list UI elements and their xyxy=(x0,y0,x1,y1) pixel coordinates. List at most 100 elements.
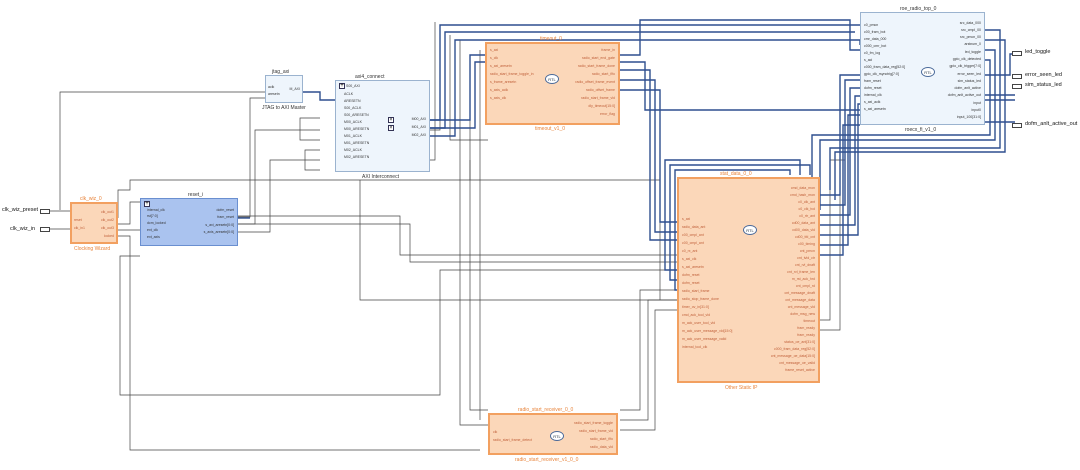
radio-port-radio-start-fifo[interactable]: radio_start_fifo xyxy=(589,437,613,441)
roe-port-src-pmcn-00[interactable]: src_pmcn_00 xyxy=(959,35,981,39)
stat-port-c0-rtr-ant[interactable]: c0_rtr_ant xyxy=(799,214,815,218)
stat-port-c000-fram-data-reg[interactable]: c000_fram_data_reg[52:0] xyxy=(773,347,815,351)
roe-port-c00-fram-bot[interactable]: c00_fram_bot xyxy=(864,30,886,34)
timeout-port-radio-start-frame-vld[interactable]: radio_start_frame_vld xyxy=(581,96,615,100)
stat-port-cmd-ack-tool-vld[interactable]: cmd_ack_tool_vld xyxy=(682,313,711,317)
stat-port-cnt-rvl-frame-len[interactable]: cnt_rvl_frame_len xyxy=(787,270,815,274)
reset-expand-icon[interactable]: + xyxy=(144,201,150,207)
roe-port-input[interactable]: input xyxy=(973,101,981,105)
stat-port-radio-start-frame[interactable]: radio_start_frame xyxy=(682,289,710,293)
stat-port-cd00-data-vld[interactable]: cd00_data_vld xyxy=(792,228,815,232)
stat-port-cd00-data-ant[interactable]: cd00_data_ant xyxy=(791,221,815,225)
roe-port-gpio-clk-rsynctrig[interactable]: gpio_clk_rsynctrig[7:0] xyxy=(864,72,899,76)
stat-port-m-ack-user-message-valid[interactable]: m_ack_user_message_valid xyxy=(682,337,727,341)
timeout-port-radio-start-end-gate[interactable]: radio_start_end_gate xyxy=(581,56,615,60)
stat-port-status-oe-ant[interactable]: status_oe_ant[31:0] xyxy=(784,340,815,344)
timeout-port-s-frame-aresetn[interactable]: s_frame_aresetn xyxy=(490,80,517,84)
stat-port-cnt-message-vld[interactable]: cnt_message_vld xyxy=(787,305,815,309)
jtag-port-aclk[interactable]: aclk xyxy=(268,85,275,89)
stat-port-fram-ready[interactable]: fram_ready xyxy=(797,326,815,330)
clk-wiz-port-clk-out1[interactable]: clk_out1 xyxy=(100,210,114,214)
radio-block[interactable]: clk radio_start_frame_detect RTL radio_s… xyxy=(488,413,618,455)
stat-port-timer-ov-in[interactable]: timer_ov_in[31:0] xyxy=(682,305,709,309)
stat-port-radio-data-ant[interactable]: radio_data_ant xyxy=(682,225,706,229)
clk-wiz-port-clk-out2[interactable]: clk_out2 xyxy=(100,218,114,222)
reset-port-dcm-locked[interactable]: dcm_locked xyxy=(147,221,166,225)
roe-port-dofm-anlt-active[interactable]: dofm_anlt_active xyxy=(954,86,981,90)
port-error-seen-led-icon[interactable] xyxy=(1012,74,1022,79)
stat-port-cnt-cmpl-rd[interactable]: cnt_cmpl_rd xyxy=(795,284,815,288)
roe-port-dofm-reset[interactable]: dofm_reset xyxy=(864,86,882,90)
axi-connect-port-m00-axi[interactable]: M00_AXI xyxy=(411,117,426,121)
roe-port-gpio-clk-trigger[interactable]: gpio_clk_trigger[7:0] xyxy=(949,64,981,68)
stat-port-cnt-message-oe-valid[interactable]: cnt_message_oe_valid xyxy=(779,361,815,365)
axi-connect-port-m01-axi[interactable]: M01_AXI xyxy=(411,125,426,129)
reset-port-s-axi-aresetn[interactable]: s_axi_aresetn[0:0] xyxy=(205,223,234,227)
clk-wiz-port-clk-in1[interactable]: clk_in1 xyxy=(74,226,85,230)
timeout-port-radio-start-fifo[interactable]: radio_start_fifo xyxy=(591,72,615,76)
stat-port-m-ack-user-message-vld[interactable]: m_ack_user_message_vld[15:0] xyxy=(682,329,733,333)
axi-connect-port-s00-aclk[interactable]: S00_ACLK xyxy=(344,106,362,110)
stat-port-s-axi[interactable]: s_axi xyxy=(682,217,691,221)
radio-port-clk[interactable]: clk xyxy=(493,430,498,434)
timeout-port-s-axi[interactable]: s_axi xyxy=(490,48,499,52)
stat-port-fram-ready-2[interactable]: fram_ready xyxy=(797,333,815,337)
jtag-block[interactable]: aclk aresetn M_AXI xyxy=(265,75,303,103)
reset-port-rst[interactable]: rst[7:0] xyxy=(147,214,158,218)
jtag-port-m-axi[interactable]: M_AXI xyxy=(289,87,300,91)
clk-wiz-port-locked[interactable]: locked xyxy=(103,234,114,238)
reset-port-s-axis-aresetn[interactable]: s_axis_aresetn[0:0] xyxy=(203,230,234,234)
port-sim-status-led-icon[interactable] xyxy=(1012,84,1022,89)
port-clk-wiz-in-icon[interactable] xyxy=(40,227,50,232)
stat-port-dofm-reset-2[interactable]: dofm_reset xyxy=(682,281,700,285)
stat-port-frame-reset-active[interactable]: frame_reset_active xyxy=(785,368,815,372)
stat-port-c00-cmpl-ant[interactable]: c00_cmpl_ant xyxy=(682,233,704,237)
stat-port-m-rst-ack-hrd[interactable]: m_rst_ack_hrd xyxy=(791,277,815,281)
roe-port-c0-pmcn[interactable]: c0_pmcn xyxy=(864,23,879,27)
port-dofm-anlt-active-out-icon[interactable] xyxy=(1012,123,1022,128)
axi-connect-port-m02-axi[interactable]: M02_AXI xyxy=(411,133,426,137)
timeout-port-s-axis-aclk[interactable]: s_axis_aclk xyxy=(490,88,509,92)
timeout-port-s-axi-aresetn[interactable]: s_axi_aresetn xyxy=(490,64,512,68)
roe-port-dofm-anlt-active-out[interactable]: dofm_anlt_active_out xyxy=(947,93,981,97)
axi-connect-port-m01-aclk[interactable]: M01_ACLK xyxy=(344,134,362,138)
clk-wiz-port-reset[interactable]: reset xyxy=(74,218,82,222)
port-clk-wiz-preset-icon[interactable] xyxy=(40,209,50,214)
stat-data-block[interactable]: s_axi radio_data_ant c00_cmpl_ant c00_cm… xyxy=(677,177,820,383)
timeout-port-radio-start-frame-done[interactable]: radio_start_frame_done xyxy=(577,64,615,68)
stat-port-cmd-data-mon[interactable]: cmd_data_mon xyxy=(790,186,815,190)
stat-port-s-axi-clk[interactable]: s_axi_clk xyxy=(682,257,697,261)
roe-port-c000-fram-data-reg[interactable]: c000_fram_data_reg[52:0] xyxy=(864,65,906,69)
reset-port-dofm-reset[interactable]: dofm_reset xyxy=(216,208,234,212)
roe-port-s-aci[interactable]: s_aci xyxy=(864,58,873,62)
stat-port-c0-rx-ant[interactable]: c0_rx_ant xyxy=(682,249,698,253)
stat-port-cnt-message-oe-data[interactable]: cnt_message_oe_data[15:0] xyxy=(770,354,815,358)
stat-port-cnt-message-data[interactable]: cnt_message_data xyxy=(785,298,815,302)
stat-port-m-ack-user-tool-vld[interactable]: m_ack_user_tool_vld xyxy=(682,321,716,325)
reset-port-internal-clk[interactable]: internal_clk xyxy=(147,208,165,212)
stat-port-s-axi-aresetn[interactable]: s_axi_aresetn xyxy=(682,265,704,269)
timeout-port-radio-offset-frame[interactable]: radio_offset_frame xyxy=(585,88,615,92)
jtag-port-aresetn[interactable]: aresetn xyxy=(268,92,280,96)
roe-port-s-axi-aresetn[interactable]: s_axi_aresetn xyxy=(864,107,886,111)
stat-port-dofm-msg-new[interactable]: dofm_msg_new xyxy=(790,312,815,316)
timeout-port-frame-in[interactable]: frame_in xyxy=(601,48,615,52)
stat-port-dofm-reset[interactable]: dofm_reset xyxy=(682,273,700,277)
axi-connect-port-m02-aresetn[interactable]: M02_ARESETN xyxy=(344,155,370,159)
timeout-port-s-clk[interactable]: s_clk xyxy=(490,56,498,60)
timeout-port-error-flag[interactable]: error_flag xyxy=(600,112,615,116)
stat-port-c00-cmpl-ant-2[interactable]: c00_cmpl_ant xyxy=(682,241,704,245)
stat-port-timeout[interactable]: timeout xyxy=(803,319,815,323)
stat-port-cnt-tvld-ctr[interactable]: cnt_tvld_ctr xyxy=(797,256,815,260)
stat-port-c0-clk-tvd[interactable]: c0_clk_tvd xyxy=(798,207,815,211)
stat-port-cnt-rvl-dnaft[interactable]: cnt_rvl_dnaft xyxy=(794,263,815,267)
axi-connect-port-aresetn[interactable]: ARESETN xyxy=(344,99,361,103)
axi-connect-block[interactable]: + S00_AXI ACLK ARESETN S00_ACLK S00_ARES… xyxy=(335,80,430,172)
roe-port-src-cmpl-00[interactable]: src_cmpl_00 xyxy=(961,28,981,32)
axi-connect-port-aclk[interactable]: ACLK xyxy=(344,92,354,96)
radio-port-radio-data-vld[interactable]: radio_data_vld xyxy=(590,445,613,449)
reset-port-fram-reset[interactable]: fram_reset xyxy=(217,215,234,219)
roe-port-error-seen-led[interactable]: error_seen_led xyxy=(957,72,981,76)
reset-port-ext-axis[interactable]: ext_axis xyxy=(147,235,160,239)
roe-port-cmr-data-000[interactable]: cmr_data_000 xyxy=(864,37,887,41)
